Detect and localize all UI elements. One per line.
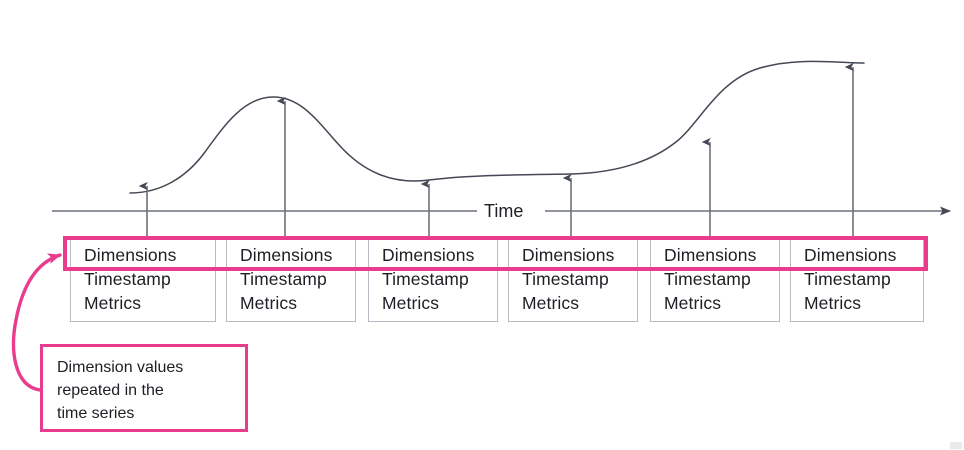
record-metrics-label: Metrics — [804, 293, 862, 313]
record-dimensions-label: Dimensions — [84, 245, 177, 265]
callout-line: Dimension values — [57, 359, 184, 376]
callout-line: repeated in the — [57, 382, 164, 399]
record-timestamp-label: Timestamp — [84, 269, 171, 289]
metric-curve — [129, 60, 865, 194]
callout-connector-arrow — [11, 253, 62, 392]
record-box[interactable]: Dimensions Timestamp Metrics — [508, 236, 638, 322]
record-timestamp-label: Timestamp — [664, 269, 751, 289]
record-timestamp-label: Timestamp — [382, 269, 469, 289]
record-box[interactable]: Dimensions Timestamp Metrics — [368, 236, 498, 322]
record-box[interactable]: Dimensions Timestamp Metrics — [226, 236, 356, 322]
record-metrics-label: Metrics — [240, 293, 298, 313]
record-box[interactable]: Dimensions Timestamp Metrics — [650, 236, 780, 322]
record-box[interactable]: Dimensions Timestamp Metrics — [70, 236, 216, 322]
record-timestamp-label: Timestamp — [804, 269, 891, 289]
record-dimensions-label: Dimensions — [240, 245, 333, 265]
callout-box: Dimension values repeated in the time se… — [40, 344, 248, 432]
record-timestamp-label: Timestamp — [522, 269, 609, 289]
record-metrics-label: Metrics — [382, 293, 440, 313]
record-dimensions-label: Dimensions — [382, 245, 475, 265]
record-dimensions-label: Dimensions — [804, 245, 897, 265]
record-metrics-label: Metrics — [664, 293, 722, 313]
record-metrics-label: Metrics — [522, 293, 580, 313]
record-dimensions-label: Dimensions — [664, 245, 757, 265]
record-metrics-label: Metrics — [84, 293, 142, 313]
record-dimensions-label: Dimensions — [522, 245, 615, 265]
time-axis-label: Time — [477, 200, 531, 222]
corner-artifact — [950, 442, 962, 449]
record-box[interactable]: Dimensions Timestamp Metrics — [790, 236, 924, 322]
callout-line: time series — [57, 405, 135, 422]
record-timestamp-label: Timestamp — [240, 269, 327, 289]
